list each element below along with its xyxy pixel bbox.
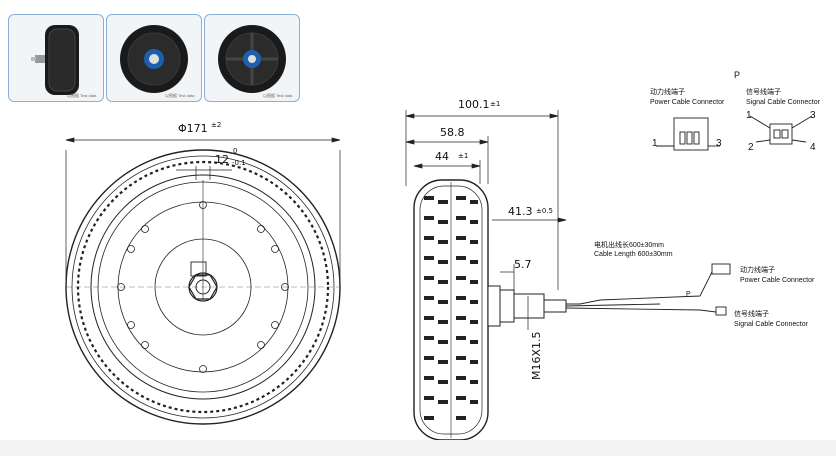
tire-width-label: 44 [435,150,449,163]
signal-connector-diagram [749,115,813,145]
hub-width-label: 58.8 [440,126,465,139]
side-view-cables [565,263,731,316]
footer-band [0,440,836,456]
tire-tread-pattern [424,196,478,420]
tire-width-tol: ±1 [458,152,468,160]
overall-width-tol: ±1 [490,100,500,108]
thumbnail-side-view[interactable]: 以图据 Test data [8,14,104,102]
power-pin-1: 1 [652,138,658,149]
axle-length-tol: ±0.5 [536,207,553,215]
signal-pin-3: 3 [810,110,816,121]
overall-width-label: 100.1 [458,98,490,111]
diameter-dimension [65,137,341,280]
thread-label: M16X1.5 [530,331,543,380]
shaft-tol-lower: -0.1 [232,159,246,167]
thumbnail-caption: 以图据 Test data [165,93,195,98]
wheel-side-photo [31,25,79,95]
wheel-front-photo [120,25,188,93]
power-connector-cn: 动力线端子 [740,265,775,274]
power-connector-diagram [656,117,720,151]
thumbnail-front-view[interactable]: 以图据 Test data [106,14,202,102]
diameter-label: Φ171 [178,122,208,135]
cable-p-label: P [686,291,691,298]
detail-signal-cn: 信号线端子 [746,87,781,96]
detail-p-label: P [734,70,740,80]
side-view-axle [487,285,567,327]
wheel-rear-photo [218,25,286,93]
side-dimensions [405,110,567,330]
signal-pin-2: 2 [748,142,754,153]
signal-connector-en: Signal Cable Connector [734,321,809,328]
signal-pin-1: 1 [746,110,752,121]
signal-connector-cn: 信号线端子 [734,309,769,318]
shaft-tol-upper: 0 [233,147,237,155]
step-label: 5.7 [514,258,532,271]
front-view [65,149,341,425]
power-pin-3: 3 [716,138,722,149]
thumbnail-caption: 以图据 Test data [263,93,293,98]
shaft-width-label: 12 [215,153,229,166]
diameter-tolerance: ±2 [211,121,221,129]
front-view-bolts [117,201,289,373]
axle-length-label: 41.3 [508,205,533,218]
detail-signal-en: Signal Cable Connector [746,99,821,106]
shaft-width-dimension [176,166,232,180]
thumbnail-caption: 以图据 Test data [67,93,97,98]
cable-length-en: Cable Length 600±30mm [594,251,673,258]
detail-power-en: Power Cable Connector [650,99,725,106]
detail-power-cn: 动力线端子 [650,87,685,96]
cable-length-cn: 电机出线长600±30mm [594,240,664,249]
signal-pin-4: 4 [810,142,816,153]
power-connector-en: Power Cable Connector [740,277,815,284]
thumbnail-rear-view[interactable]: 以图据 Test data [204,14,300,102]
